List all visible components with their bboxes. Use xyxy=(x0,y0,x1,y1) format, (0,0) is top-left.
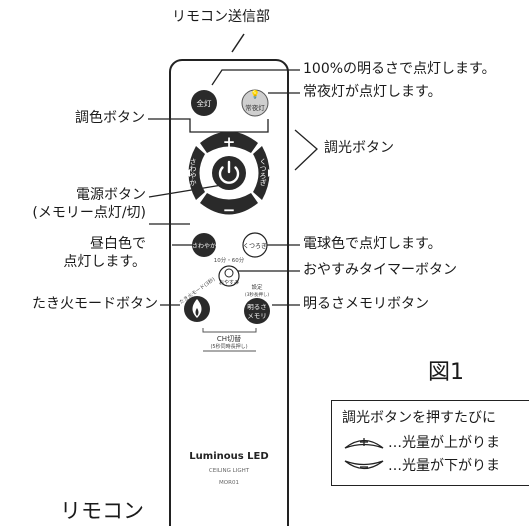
note-title: 調光ボタンを押すたびに xyxy=(342,410,496,426)
triangle-right-icon xyxy=(268,169,273,177)
sleep-timer-annotation: おやすみタイマーボタン xyxy=(303,262,457,278)
dimmer-note-box: 調光ボタンを押すたびに …光量が上がりま …光量が下がりま xyxy=(331,400,529,486)
ch-bracket xyxy=(202,328,257,333)
product-name: CEILING LIGHT xyxy=(209,468,250,474)
svg-text:全灯: 全灯 xyxy=(197,98,212,108)
note-down-text: …光量が下がりま xyxy=(388,458,500,474)
brightness-down-button[interactable]: − xyxy=(200,193,258,219)
note-down-row: …光量が下がりま xyxy=(342,457,500,475)
daylight-annotation-2: 点灯します。 xyxy=(63,254,146,270)
warm-light-button[interactable]: くつろぎ xyxy=(242,232,268,258)
timer-arc-label: 10分・60分 xyxy=(214,256,245,264)
dimmer-annotation: 調光ボタン xyxy=(324,140,394,156)
sleep-timer-button[interactable]: おやすみ xyxy=(218,265,240,287)
memory-button-label: 明るさ xyxy=(247,303,267,311)
brightness-memory-button[interactable]: 明るさ メモリ xyxy=(244,298,270,324)
svg-text:さわやか: さわやか xyxy=(192,242,216,250)
svg-text:−: − xyxy=(223,201,236,219)
svg-text:さわやか: さわやか xyxy=(189,158,197,186)
night-light-button[interactable]: 💡 常夜灯 xyxy=(241,89,269,117)
leader-lines xyxy=(148,69,318,306)
clock-icon xyxy=(224,268,234,278)
transmitter-label: リモコン送信部 xyxy=(172,9,270,25)
color-adjust-annotation: 調色ボタン xyxy=(75,110,145,126)
warm-annotation: 電球色で点灯します。 xyxy=(303,236,442,252)
memory-button-label-2: メモリ xyxy=(247,312,267,320)
svg-text:くつろぎ: くつろぎ xyxy=(259,158,267,186)
svg-text:くつろぎ: くつろぎ xyxy=(243,242,267,250)
power-icon xyxy=(218,166,240,184)
brand-logo: Luminous LED xyxy=(189,451,268,462)
svg-text:おやすみ: おやすみ xyxy=(219,279,239,286)
plus-button-icon xyxy=(344,438,384,449)
cool-color-button[interactable]: さわやか xyxy=(185,146,205,200)
memory-annotation: 明るさメモリボタン xyxy=(303,296,429,312)
remote-caption: リモコン xyxy=(60,499,144,523)
power-annotation-2: (メモリー点灯/切) xyxy=(32,205,146,221)
night-light-annotation: 常夜灯が点灯します。 xyxy=(303,84,442,100)
power-annotation-1: 電源ボタン xyxy=(76,187,146,203)
figure-title: 図1 xyxy=(428,360,464,385)
takibi-annotation: たき火モードボタン xyxy=(32,296,158,312)
ch-switch-label: CH切替 xyxy=(217,334,241,343)
brightness-up-button[interactable]: + xyxy=(200,131,258,154)
daylight-annotation-1: 昼白色で xyxy=(90,236,146,252)
note-up-text: …光量が上がりま xyxy=(388,435,500,451)
full-on-annotation: 100%の明るさで点灯します。 xyxy=(303,61,496,77)
triangle-left-icon xyxy=(185,169,190,177)
warm-color-button[interactable]: くつろぎ xyxy=(253,146,273,200)
minus-button-icon xyxy=(344,460,384,470)
bulb-icon: 💡 xyxy=(250,89,260,99)
model-number: MOR01 xyxy=(219,480,239,486)
daylight-button[interactable]: さわやか xyxy=(192,233,216,257)
svg-text:常夜灯: 常夜灯 xyxy=(245,103,265,112)
takibi-mode-button[interactable] xyxy=(184,296,210,322)
note-up-row: …光量が上がりま xyxy=(342,434,500,452)
settei-label: 設定 xyxy=(251,283,263,291)
transmitter-pointer xyxy=(231,33,245,53)
svg-text:+: + xyxy=(223,133,236,151)
ch-switch-sub-label: (5秒同時長押し) xyxy=(210,343,247,350)
settei-sub-label: (3秒長押し) xyxy=(245,291,270,298)
all-on-button[interactable]: 全灯 xyxy=(191,90,217,116)
power-button[interactable] xyxy=(212,156,246,190)
